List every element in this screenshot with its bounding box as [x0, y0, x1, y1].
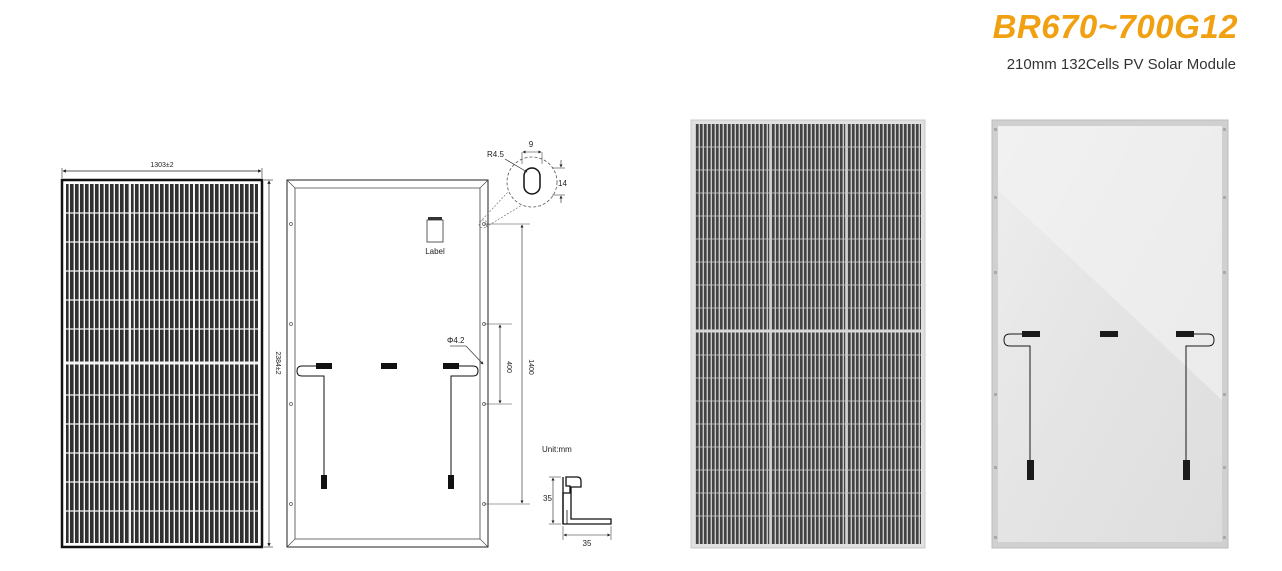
label-text: Label	[425, 247, 445, 256]
frame-height-dimension: 35	[543, 494, 552, 503]
detail-slot-hole	[523, 167, 541, 195]
junction-boxes	[296, 363, 479, 489]
back-photo-render	[991, 119, 1229, 549]
hole-diameter-label: Φ4.2	[447, 336, 465, 345]
dimension-1400: 1400	[527, 359, 534, 375]
front-photo-cells	[695, 124, 921, 544]
frame-width-dimension: 35	[583, 539, 592, 548]
detail-height-label: 14	[558, 179, 567, 188]
unit-label: Unit:mm	[542, 445, 572, 454]
front-width-dimension: 1303±2	[150, 162, 173, 169]
back-photo-junction-boxes	[1003, 331, 1215, 480]
front-height-dimension: 2384±2	[274, 351, 281, 374]
mounting-holes-left	[289, 222, 293, 506]
front-photo-render	[690, 119, 926, 549]
connector-right	[448, 475, 454, 489]
detail-width-label: 9	[529, 140, 534, 149]
back-photo-mounting-holes	[994, 128, 1226, 539]
frame-profile	[562, 476, 612, 525]
junction-box-center	[381, 363, 397, 369]
connector-left	[321, 475, 327, 489]
detail-radius-label: R4.5	[487, 150, 504, 159]
label-tab	[428, 217, 442, 220]
front-cell-row-gaps	[66, 212, 258, 512]
label-box	[426, 219, 444, 243]
dimension-400: 400	[505, 361, 512, 373]
product-model-title: BR670~700G12	[992, 8, 1238, 45]
back-view-drawing: Label Φ4.2 400 1400 R4.5	[286, 140, 567, 548]
junction-box-left	[316, 363, 332, 369]
product-description: 210mm 132Cells PV Solar Module	[1006, 56, 1236, 73]
front-view-drawing: 1303±2 2384±2	[60, 162, 281, 549]
junction-box-right	[443, 363, 459, 369]
detail-magnifier-circle	[506, 156, 558, 208]
frame-cross-section: Unit:mm 35 35	[542, 445, 612, 548]
